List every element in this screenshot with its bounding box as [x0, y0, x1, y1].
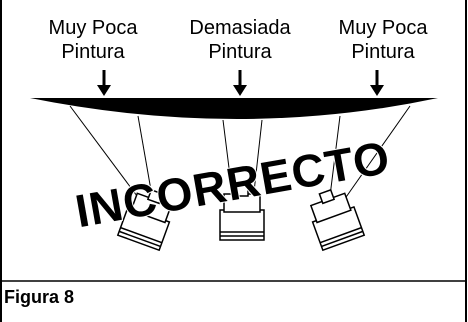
paint-spray-gun-icon	[116, 188, 173, 252]
figure-caption: Figura 8	[4, 287, 75, 307]
label-center-line1: Demasiada	[189, 17, 291, 39]
label-right-line2: Pintura	[351, 41, 415, 63]
down-arrow-icon	[370, 70, 384, 96]
label-center-line2: Pintura	[208, 41, 272, 63]
down-arrow-icon	[233, 70, 247, 96]
label-center: Demasiada Pintura	[160, 16, 320, 64]
spray-line-center-right	[253, 119, 263, 193]
spray-patterns	[69, 105, 411, 201]
label-right-line1: Muy Poca	[338, 17, 428, 39]
paint-spray-gun-icon	[309, 188, 366, 252]
label-left: Muy Poca Pintura	[18, 16, 168, 64]
spray-line-left-inner	[137, 115, 153, 197]
label-left-line2: Pintura	[61, 41, 125, 63]
spray-line-right-outer	[343, 105, 411, 201]
label-right: Muy Poca Pintura	[308, 16, 458, 64]
down-arrow-icon	[97, 70, 111, 96]
spray-line-center-left	[222, 119, 233, 193]
paint-spray-gun-icon	[219, 185, 265, 241]
label-left-line1: Muy Poca	[48, 17, 138, 39]
spray-line-right-inner	[329, 115, 341, 197]
painted-surface	[30, 98, 438, 119]
spray-line-left-outer	[69, 105, 141, 201]
